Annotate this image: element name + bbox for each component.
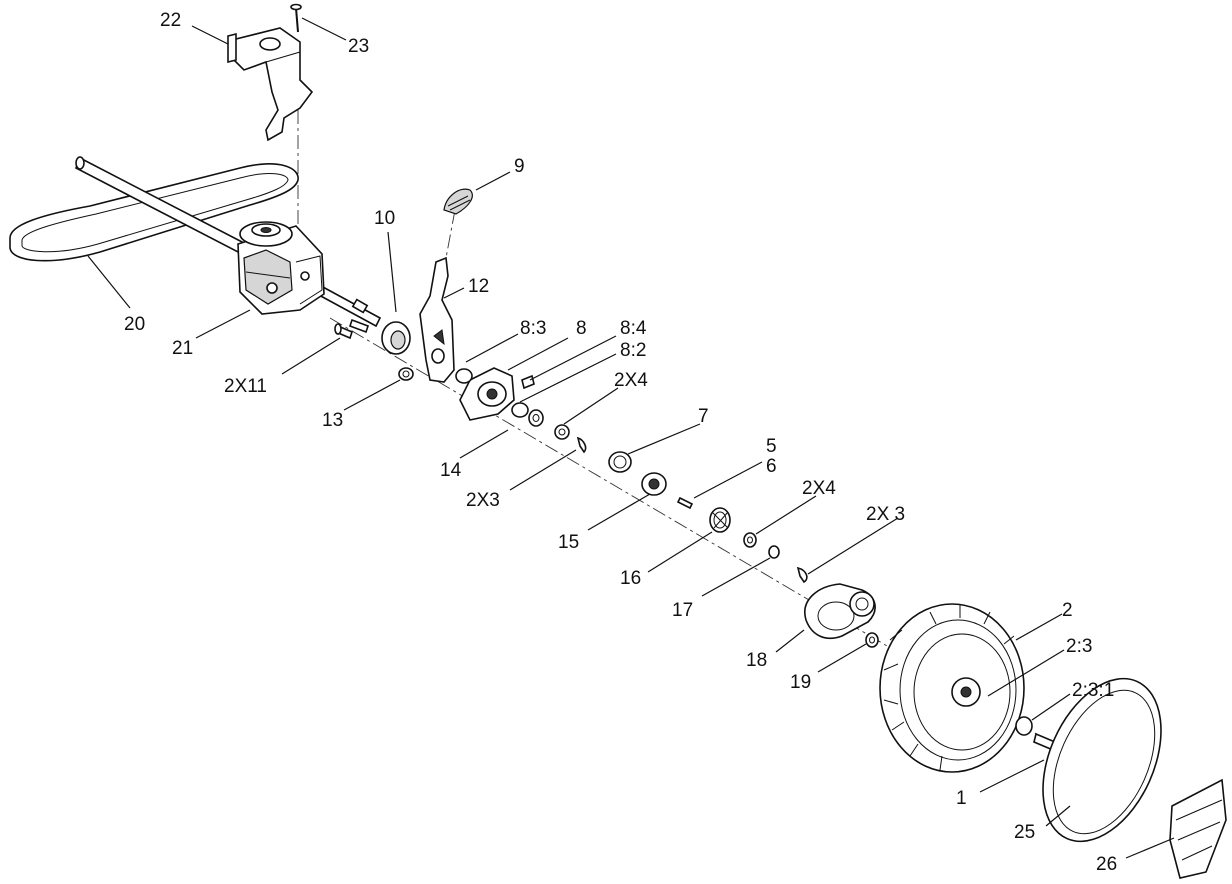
callout-21: 21 [172,338,193,359]
decal-part [1169,778,1227,879]
pin-part-5-6 [676,496,694,510]
callout-2x4-a: 2X4 [614,370,648,391]
callout-2x3-a: 2X3 [466,490,500,511]
washer-part-19 [865,632,879,648]
washer-part-4c [743,532,757,548]
callout-2x11: 2X11 [224,376,267,397]
callout-18: 18 [746,650,767,671]
leader-lines [87,17,1175,859]
callout-16: 16 [620,568,641,589]
pinion-part-15 [641,472,667,496]
callout-8-4: 8:4 [620,318,647,339]
bushing-part [398,367,414,381]
transmission-part [237,221,325,315]
callout-8-2: 8:2 [620,340,646,361]
callout-23: 23 [348,36,369,57]
gear-part-16 [709,507,731,533]
callout-8: 8 [576,318,587,339]
washer-part-10 [381,321,411,355]
washer-part-4a [528,409,544,427]
callout-25: 25 [1014,822,1035,843]
callout-5: 5 [766,436,777,457]
callout-7: 7 [698,406,709,427]
callout-17: 17 [672,600,693,621]
axle-bushing-part [1015,716,1033,736]
callout-15: 15 [558,532,579,553]
callout-2x3-b: 2X 3 [866,504,905,525]
callout-10: 10 [374,208,395,229]
callout-19: 19 [790,672,811,693]
bolt-part [334,318,370,340]
callout-labels: 22 23 9 10 12 20 21 8:3 8 8:4 8:2 2X11 2… [124,10,1117,875]
callout-2x4-b: 2X4 [802,478,836,499]
gear-cover-part [804,583,876,640]
callout-13: 13 [322,410,343,431]
callout-6: 6 [766,456,777,477]
callout-26: 26 [1096,854,1117,875]
callout-8-3: 8:3 [520,318,546,339]
belt-part [9,163,299,262]
bracket-part [227,27,314,142]
callout-2: 2 [1062,600,1073,621]
spacer-part-17 [768,545,780,559]
knob-part [443,188,473,215]
callout-12: 12 [468,276,489,297]
callout-20: 20 [124,314,145,335]
wheel-part [879,603,1025,773]
clip-part-3a [576,436,587,454]
screw-part [290,3,302,33]
callout-22: 22 [160,10,181,31]
lever-part [419,256,455,383]
ring-part-7 [608,451,632,473]
clip-part-3b [796,566,808,584]
housing-part [455,367,535,421]
hubcap-part [1042,677,1162,843]
callout-1: 1 [956,788,967,809]
callout-2-3-1: 2:3:1 [1072,680,1114,701]
callout-2-3: 2:3 [1066,636,1092,657]
callout-9: 9 [514,156,525,177]
washer-part-4b [554,424,570,440]
callout-14: 14 [440,460,462,481]
